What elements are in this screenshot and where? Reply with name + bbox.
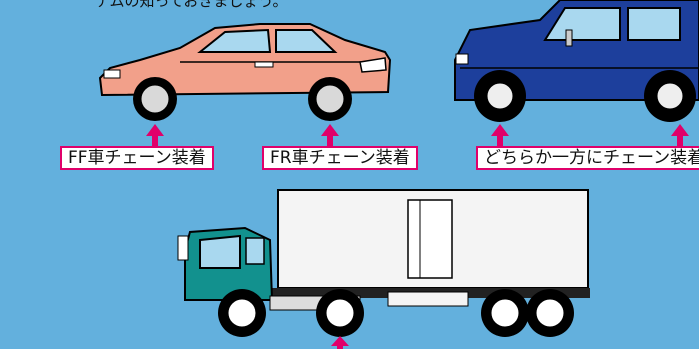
4wd-front-arrow-icon <box>491 124 509 148</box>
ff-arrow-icon <box>146 124 164 148</box>
sedan-car <box>98 23 392 121</box>
fr-chain-label: FR車チェーン装着 <box>262 146 418 170</box>
intro-text-fragment: テムの知っておきましょう。 <box>95 0 288 10</box>
either-chain-label: どちらか一方にチェーン装着 <box>476 146 699 170</box>
truck-arrow-icon <box>331 336 349 349</box>
fr-arrow-icon <box>321 124 339 148</box>
suv-vehicle <box>454 0 699 122</box>
4wd-rear-arrow-icon <box>671 124 689 148</box>
truck-vehicle <box>177 189 590 337</box>
ff-chain-label: FF車チェーン装着 <box>60 146 214 170</box>
